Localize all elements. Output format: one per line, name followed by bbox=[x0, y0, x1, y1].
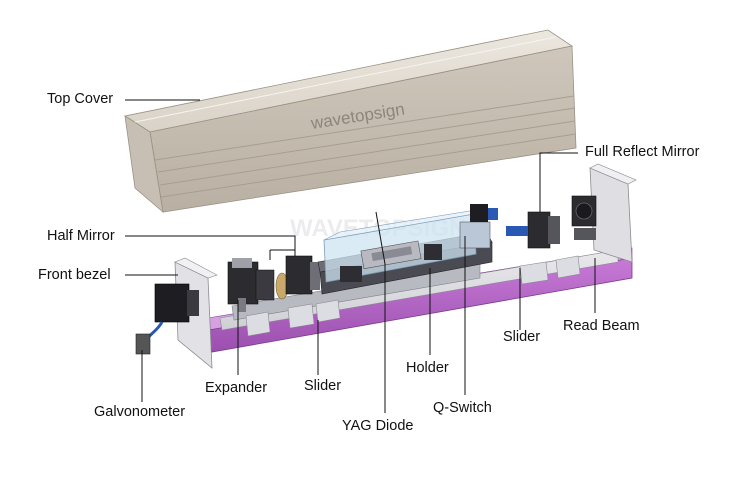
label-slider-left: Slider bbox=[304, 378, 342, 394]
leader-lines bbox=[125, 99, 596, 413]
expander-part bbox=[227, 258, 289, 312]
label-expander: Expander bbox=[205, 380, 268, 396]
label-half-mirror: Half Mirror bbox=[47, 228, 115, 244]
galvanometer-part bbox=[135, 283, 199, 355]
label-q-switch: Q-Switch bbox=[433, 400, 492, 416]
leader-full-reflect-mirror bbox=[539, 152, 578, 212]
read-beam-part bbox=[571, 195, 597, 240]
rear-bezel-part bbox=[589, 163, 637, 263]
label-slider-right: Slider bbox=[503, 329, 541, 345]
half-mirror-part bbox=[285, 255, 320, 295]
label-holder: Holder bbox=[406, 360, 449, 376]
top-cover-part: wavetopsign bbox=[123, 29, 577, 214]
full-reflect-mirror-part bbox=[506, 211, 560, 249]
label-read-beam: Read Beam bbox=[563, 318, 640, 334]
label-top-cover: Top Cover bbox=[47, 91, 114, 107]
rail-sliders bbox=[245, 255, 581, 337]
label-full-reflect-mirror: Full Reflect Mirror bbox=[585, 144, 700, 160]
label-galvonometer: Galvonometer bbox=[94, 404, 186, 420]
leader-yag-diode bbox=[375, 211, 386, 413]
label-front-bezel: Front bezel bbox=[38, 267, 111, 283]
leader-half-mirror bbox=[125, 235, 296, 256]
q-switch-part bbox=[459, 204, 498, 249]
label-yag-diode: YAG Diode bbox=[342, 418, 414, 434]
yag-diode-part bbox=[323, 207, 489, 283]
